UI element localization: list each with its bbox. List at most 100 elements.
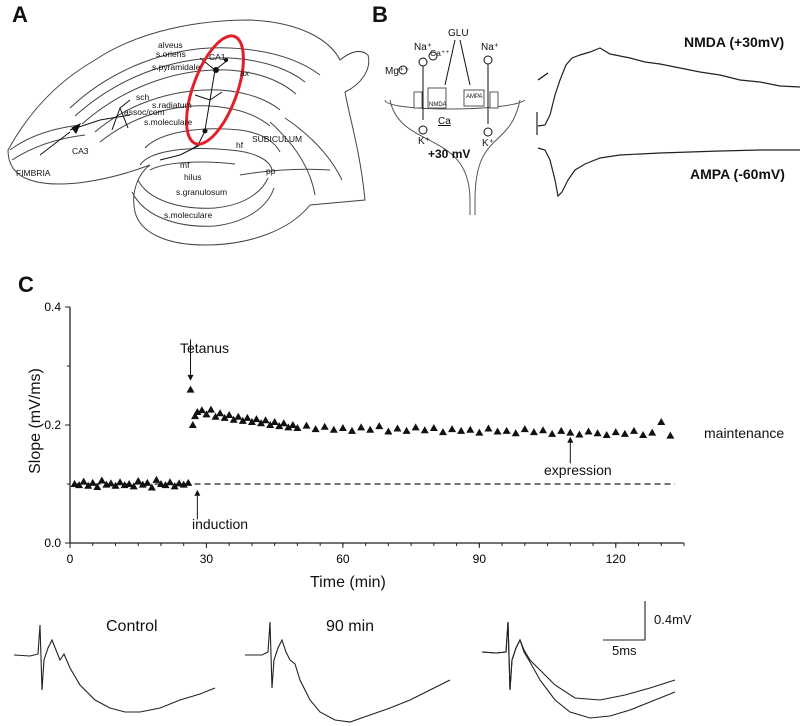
label-mg: Mg⁺⁺ [385,66,410,77]
hippocampus-outline [7,19,370,246]
data-point [238,416,247,424]
scale-bar [603,601,646,641]
data-point [457,426,466,434]
data-point [252,415,261,423]
label-assoc: assoc/com [124,107,165,117]
data-point [557,426,566,434]
trace-overlay-control [481,621,676,701]
x-tick-label: 0 [67,552,74,566]
spine-left [389,99,471,215]
data-point [147,483,156,491]
data-point [347,426,356,434]
panel-label-c: C [18,272,34,297]
x-tick-label: 90 [473,552,487,566]
data-point [311,425,320,433]
data-point [648,428,657,436]
ampa-receptor [463,89,485,107]
data-point [88,478,97,486]
label-pp: pp [266,166,276,176]
data-point [197,406,206,414]
label-ax: ax [240,68,249,78]
label-nmda: NMDA [429,102,447,108]
data-point [134,477,143,485]
data-point [529,428,538,436]
data-point [116,478,125,486]
label-glu: GLU [448,28,469,39]
y-tick-label: 0.2 [44,418,61,432]
data-point [152,475,161,483]
label-ca3: CA3 [72,146,89,156]
data-point [329,425,338,433]
data-point [438,428,447,436]
data-point [584,427,593,435]
data-point [575,430,584,438]
data-point [184,478,193,486]
data-point [411,423,420,431]
data-point [639,431,648,439]
data-point [166,478,175,486]
label-k-left: K⁺ [418,136,430,147]
postsynaptic-membrane [384,99,526,110]
data-point [193,408,202,416]
x-axis-label: Time (min) [310,574,386,591]
data-point [202,410,211,418]
annotation-induction: induction [192,516,249,532]
dentate-upper [144,128,281,153]
data-point [384,427,393,435]
induction-arrowhead [194,489,201,496]
data-point [293,423,302,431]
nmda-receptor [427,87,447,109]
data-point [229,415,238,423]
label-pyramidale: s.pyramidale [152,62,201,72]
annotation-maintenance: maintenance [704,425,785,441]
data-point [243,413,252,421]
data-point [629,426,638,434]
data-point [611,428,620,436]
trace-label-control: Control [106,618,158,635]
data-point [225,410,234,418]
label-moleculare-top: s.moleculare [144,117,193,127]
data-point [129,482,138,490]
data-point [138,480,147,488]
data-point [511,429,520,437]
data-point [175,479,184,487]
label-radiatum: s.radiatum [152,100,192,110]
y-tick-label: 0.4 [44,300,61,314]
data-point [106,479,115,487]
data-point [466,425,475,433]
data-point [188,421,197,428]
data-point [493,427,502,435]
data-point [420,426,429,434]
data-point [402,426,411,434]
scale-label-voltage: 0.4mV [654,612,692,627]
data-point [261,416,270,424]
data-point [593,429,602,437]
ca1-highlight [185,34,245,146]
data-point [206,405,215,413]
label-trace-ampa: AMPA (-60mV) [690,166,785,182]
data-point [191,412,200,420]
oriens-layer [74,57,306,117]
data-point [302,421,311,429]
x-tick-label: 60 [336,552,350,566]
data-point [257,419,266,427]
data-point [279,419,288,427]
data-point [75,481,84,489]
data-point [429,423,438,431]
data-point [97,476,106,484]
label-sch: sch [136,92,150,102]
data-point [548,429,557,437]
data-point [375,422,384,430]
data-point [475,428,484,436]
trace-overlay-90min [481,621,676,719]
tetanus-arrowhead [187,374,194,381]
data-point [170,482,179,490]
label-ca1: CA1 [209,52,226,62]
data-point [566,428,575,436]
label-oriens: s.oriens [156,49,186,59]
data-point [125,480,134,487]
